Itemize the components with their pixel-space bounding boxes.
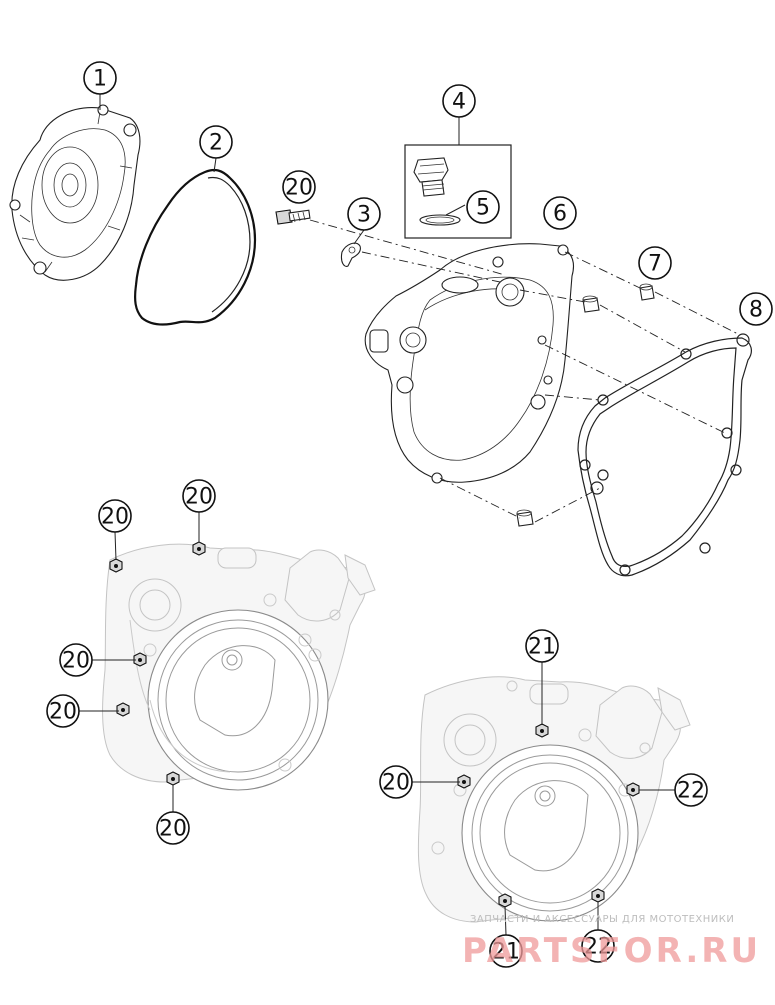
bolt-head-icon	[626, 782, 640, 797]
svg-text:20: 20	[62, 649, 90, 674]
svg-text:20: 20	[101, 505, 129, 530]
callout-20-left-5: 20	[156, 811, 190, 845]
svg-text:2: 2	[209, 131, 223, 156]
ignition-cover-part	[9, 104, 141, 281]
svg-text:20: 20	[185, 485, 213, 510]
watermark: ЗАПЧАСТИ И АКСЕССУАРЫ ДЛЯ МОТОТЕХНИКИ PA…	[462, 914, 761, 971]
bolt-head-icon	[498, 893, 512, 908]
callout-6: 6	[543, 196, 577, 230]
clutch-cover-gasket-part	[577, 333, 752, 577]
callout-20-left-1: 20	[98, 499, 132, 533]
watermark-tagline: ЗАПЧАСТИ И АКСЕССУАРЫ ДЛЯ МОТОТЕХНИКИ	[470, 914, 734, 925]
callout-22-right: 22	[674, 773, 708, 807]
callout-21-top: 21	[525, 629, 559, 663]
svg-text:20: 20	[159, 817, 187, 842]
assembly-view-left	[102, 543, 376, 791]
svg-text:6: 6	[553, 202, 567, 227]
alignment-lines	[309, 219, 741, 523]
callout-1: 1	[83, 61, 117, 95]
callout-8: 8	[739, 292, 773, 326]
callout-20-left-3: 20	[59, 643, 93, 677]
svg-text:20: 20	[285, 176, 313, 201]
cover-gasket-part	[134, 168, 257, 326]
bolt-head-icon	[457, 774, 471, 789]
watermark-logo: PARTSFOR.RU	[462, 931, 761, 971]
dowel-pins-part	[516, 283, 655, 527]
clutch-cover-part	[364, 243, 575, 484]
callout-5: 5	[466, 190, 500, 224]
bolt-head-icon	[192, 541, 206, 556]
callout-2: 2	[199, 125, 233, 159]
assembly-right-bolts	[457, 723, 640, 908]
svg-text:21: 21	[528, 635, 556, 660]
callout-4: 4	[442, 84, 476, 118]
callout-22-bottom: 22	[581, 929, 615, 963]
screw-plug-group	[404, 144, 512, 239]
leader-lines	[79, 94, 675, 936]
bolt-head-icon	[109, 558, 123, 573]
callout-21-bottom: 21	[489, 934, 523, 968]
callout-20-left-2: 20	[182, 479, 216, 513]
callout-7: 7	[638, 246, 672, 280]
bolt-head-icon	[591, 888, 605, 903]
callout-20-left-4: 20	[46, 694, 80, 728]
svg-text:21: 21	[492, 940, 520, 965]
svg-text:3: 3	[357, 203, 371, 228]
svg-text:5: 5	[476, 196, 490, 221]
callout-20-right: 20	[379, 765, 413, 799]
bolt-head-icon	[166, 771, 180, 786]
cover-bolt-part	[275, 209, 311, 225]
svg-text:7: 7	[648, 252, 662, 277]
callout-3: 3	[347, 197, 381, 231]
svg-text:1: 1	[93, 67, 107, 92]
svg-text:22: 22	[584, 935, 612, 960]
svg-text:8: 8	[749, 298, 763, 323]
assembly-left-bolts	[109, 541, 206, 786]
svg-text:4: 4	[452, 90, 466, 115]
bolt-head-icon	[133, 652, 147, 667]
bolt-head-icon	[535, 723, 549, 738]
assembly-view-right	[417, 676, 691, 923]
svg-text:20: 20	[382, 771, 410, 796]
svg-text:22: 22	[677, 779, 705, 804]
callout-20-top: 20	[282, 170, 316, 204]
clip-part	[340, 242, 361, 267]
svg-text:20: 20	[49, 700, 77, 725]
bolt-head-icon	[116, 702, 130, 717]
